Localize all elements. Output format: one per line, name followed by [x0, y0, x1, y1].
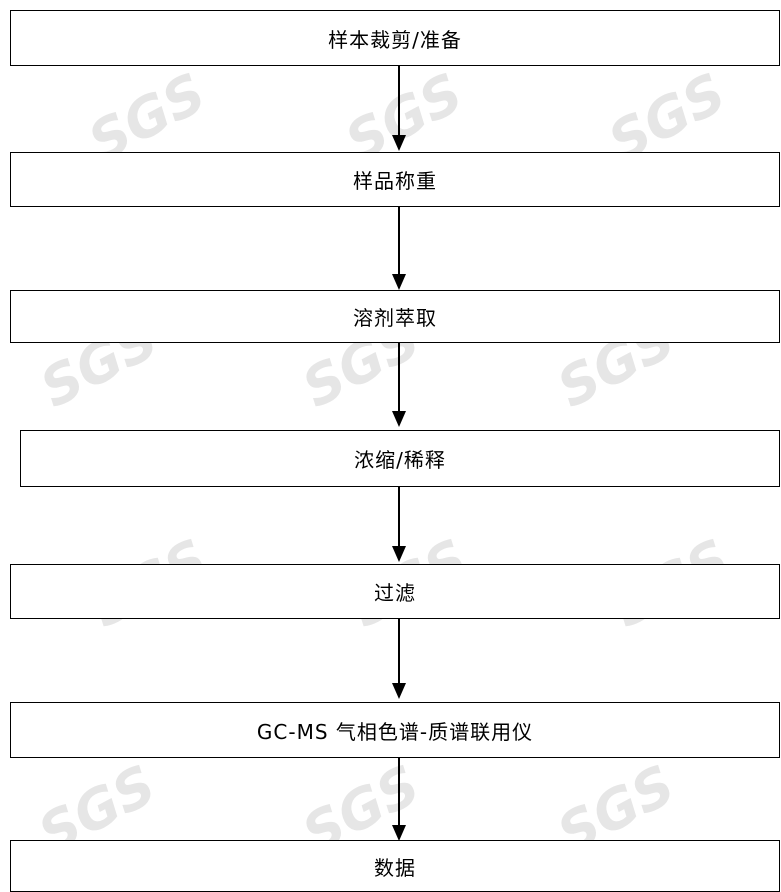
- step-solvent-extraction: 溶剂萃取: [10, 290, 780, 343]
- flow-arrow: [398, 619, 400, 685]
- flow-arrow: [398, 757, 400, 827]
- flow-arrow-head: [392, 825, 406, 841]
- flow-arrow-head: [392, 135, 406, 151]
- step-data: 数据: [10, 840, 780, 892]
- flow-arrow: [398, 207, 400, 277]
- step-concentration-dilution: 浓缩/稀释: [20, 430, 780, 487]
- flow-arrow-head: [392, 546, 406, 562]
- flow-arrow-head: [392, 274, 406, 290]
- flow-arrow-head: [392, 411, 406, 427]
- flow-arrow: [398, 486, 400, 548]
- step-gc-ms-analysis: GC-MS 气相色谱-质谱联用仪: [10, 702, 780, 758]
- flow-arrow: [398, 342, 400, 414]
- step-filtration: 过滤: [10, 564, 780, 619]
- flow-arrow: [398, 65, 400, 135]
- step-sample-preparation: 样本裁剪/准备: [10, 10, 780, 66]
- step-weighing: 样品称重: [10, 152, 780, 207]
- flow-arrow-head: [392, 683, 406, 699]
